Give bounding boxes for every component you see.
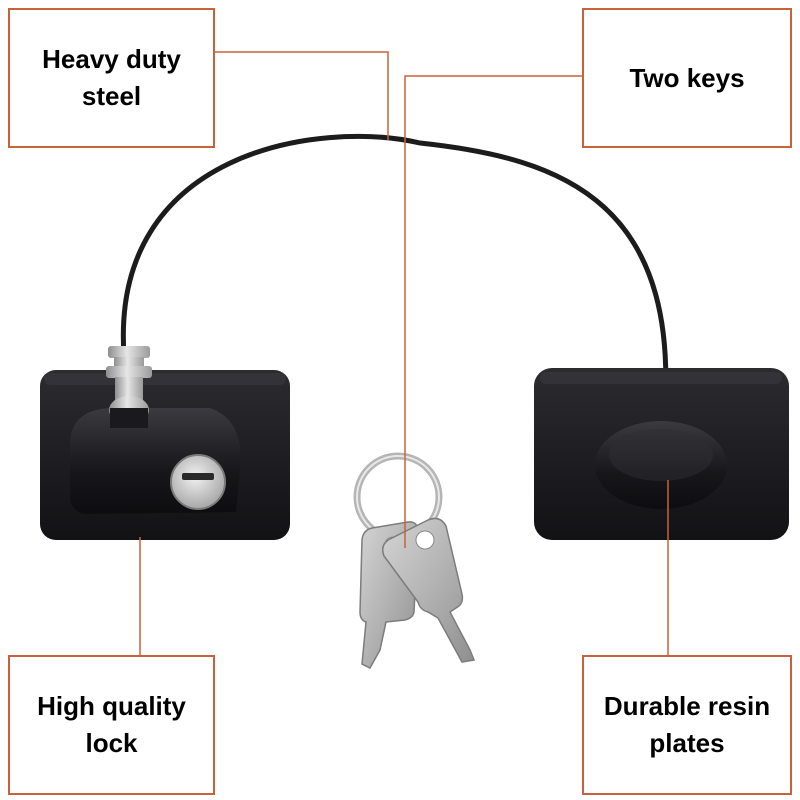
callout-lock-line1: High quality	[37, 691, 186, 721]
callout-high-quality-lock: High quality lock	[8, 655, 215, 795]
leader-steel	[215, 51, 389, 140]
callout-steel-line2: steel	[81, 81, 142, 111]
callout-plates-line1: Durable resin	[603, 691, 771, 721]
callout-steel-line1: Heavy duty	[42, 44, 181, 74]
callout-plates-line2: plates	[649, 728, 725, 758]
leader-keys	[404, 75, 582, 548]
resin-plate-icon	[534, 368, 789, 540]
callout-durable-resin-plates: Durable resin plates	[582, 655, 792, 795]
cable-icon	[120, 133, 669, 443]
lock-plate-icon	[40, 346, 290, 540]
leader-lines	[139, 51, 669, 655]
keys-icon	[353, 452, 476, 669]
callout-lock-line2: lock	[85, 728, 138, 758]
callout-keys-line1: Two keys	[629, 62, 745, 93]
callout-two-keys: Two keys	[582, 8, 792, 148]
callout-heavy-duty-steel: Heavy duty steel	[8, 8, 215, 148]
